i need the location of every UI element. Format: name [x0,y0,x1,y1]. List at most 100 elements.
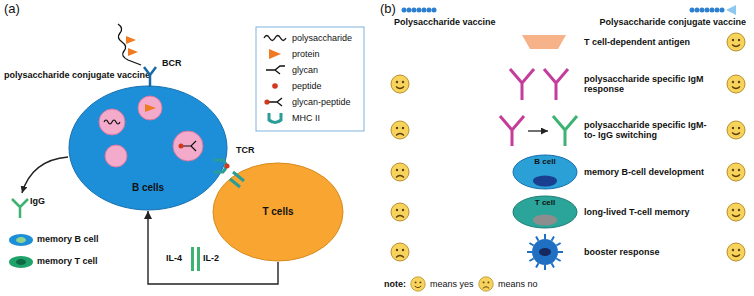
tcr-receptor [230,172,244,187]
legend-text: protein [292,49,320,59]
polysaccharide-sample [264,36,286,41]
legend-entry: protein [262,47,320,61]
output-arrow [22,157,68,193]
legend-text: glycan [292,65,318,75]
legend-text: means no [498,279,538,289]
conjugate-icon [720,8,725,13]
cell-detail [533,215,557,226]
polysaccharide-icon [407,8,412,13]
antibody-label: IgG [30,196,45,206]
bcr-receptor [144,67,156,87]
glycan-sample [266,66,285,74]
switch-icon [528,130,548,131]
peptide-sample [272,83,278,89]
answer-faces [391,163,409,181]
b-cell-ellipse: B cell [512,154,578,190]
panel-label: (a) [4,2,20,17]
polysaccharide-icon [417,8,422,13]
answer-faces [727,203,745,221]
conjugate-icon [690,8,695,13]
endosome [99,109,125,135]
vaccine-icon [128,48,138,56]
glycan-peptide [183,141,196,151]
conjugate-icon [726,5,736,15]
answer-faces [391,203,409,221]
vaccine-icon [118,24,141,65]
receptor-label: TCR [236,145,255,155]
note-label: note: [384,279,406,289]
memory-cell-label: memory T cell [37,256,98,266]
t-cell-ellipse [513,196,577,228]
legend-text: glycan-peptide [292,97,351,107]
cytokine-label: IL-4 [166,253,182,263]
antigen-icon [522,35,566,49]
answer-faces [727,163,745,181]
vaccine-icon [126,36,136,44]
vaccine-label: polysaccharide conjugate vaccine [4,70,150,80]
cell-detail [99,67,230,172]
legend-swatch [410,276,426,292]
memory-b-cell-icon [9,234,33,246]
b-cell-ellipse [513,155,577,189]
legend-text: polysaccharide [292,33,352,43]
conjugate-icon [705,8,710,13]
endosome [105,145,127,167]
property-label: T cell-dependent antigen [584,37,690,47]
memory-t-cell-icon [16,259,26,265]
vaccine-label: Polysaccharide conjugate vaccine [599,17,746,27]
legend-swatch [262,111,288,125]
receptor-label: BCR [162,58,182,68]
glycan-peptide-sample [264,99,269,104]
cytokine-bars [191,247,200,271]
b-cell-ellipse: B cells [68,85,228,211]
cytokine-label: IL-2 [203,253,219,263]
t-cell-ellipse: T cells [212,162,344,262]
polysaccharide-icon [427,8,432,13]
polysaccharide-icon [422,8,427,13]
cell-label: B cell [534,157,555,166]
polysaccharide-icon [402,8,407,13]
answer-faces [391,75,409,93]
t-cell-ellipse: T cell [512,195,578,229]
memory-t-cell-icon [9,256,33,268]
conjugate-icon [690,5,737,15]
legend-swatch [262,79,288,93]
legend-swatch [262,47,288,61]
polysaccharide-icon [402,8,437,13]
sad-face [479,277,493,291]
memory-cell-label: memory B cell [37,234,99,244]
polysaccharide-icon [432,8,437,13]
conjugate-icon [715,8,720,13]
igm-icon [510,69,568,100]
switch-icon [500,116,577,146]
polysaccharide-icon [412,8,417,13]
answer-faces [391,121,409,139]
legend-swatch [478,276,494,292]
legend-entry: glycan-peptide [262,95,351,109]
endosome [138,96,162,120]
booster-cell-icon [532,239,558,265]
legend-entry: peptide [262,79,322,93]
booster-cell-icon [527,234,563,270]
switch-icon [553,116,577,146]
legend-text: peptide [292,81,322,91]
switch-icon [500,116,524,146]
cell-nucleus [533,215,557,226]
igm-icon [510,69,534,100]
polysaccharide-fragment [104,120,120,124]
smiley-face [411,277,425,291]
legend-swatch [262,31,288,45]
legend-entry: means yes [410,276,474,292]
protein-sample [269,49,281,59]
glycan-peptide-sample [268,98,282,106]
property-label: polysaccharide specific IgM response [584,74,709,95]
conjugate-icon [700,8,705,13]
legend-swatch [262,95,288,109]
protein-fragment [145,104,156,112]
endosome [173,131,203,161]
legend-entry: MHC II [262,111,320,125]
answer-faces [727,75,745,93]
cytokine-bars [191,247,194,271]
cell-detail [230,172,244,187]
